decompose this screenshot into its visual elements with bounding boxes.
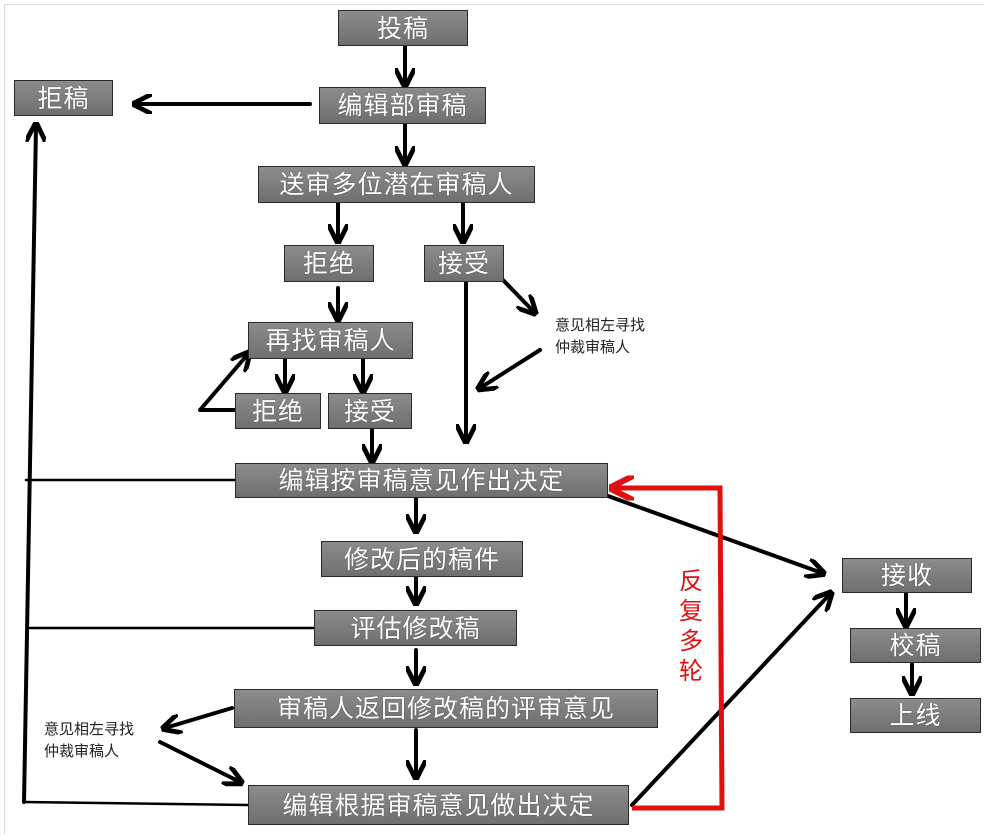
- node-online: 上线: [850, 698, 981, 733]
- node-accept-1-label: 接受: [437, 249, 490, 278]
- node-editorial-review: 编辑部审稿: [319, 87, 486, 124]
- node-proofread: 校稿: [850, 628, 981, 663]
- node-send-to-reviewers: 送审多位潜在审稿人: [258, 166, 535, 203]
- node-accepted-label: 接收: [880, 561, 933, 590]
- arrow-decision-to-accepted: [606, 494, 822, 573]
- node-reject-manuscript-label: 拒稿: [37, 83, 90, 113]
- node-find-reviewer-again: 再找审稿人: [248, 322, 413, 359]
- arrow-left-up-to-reject: [22, 126, 36, 804]
- arrow-final-to-accepted: [630, 594, 830, 807]
- node-accept-2: 接受: [328, 393, 412, 429]
- arrow-returns-to-note: [165, 706, 234, 728]
- arrow-decline2-loop: [198, 354, 248, 412]
- canvas-frame: [4, 4, 984, 834]
- node-editor-decision: 编辑按审稿意见作出决定: [235, 463, 608, 498]
- node-decline-2: 拒绝: [235, 393, 321, 429]
- node-reviewer-returns-label: 审稿人返回修改稿的评审意见: [276, 694, 615, 723]
- node-reject-manuscript: 拒稿: [14, 80, 113, 116]
- node-evaluate-revision-label: 评估修改稿: [350, 613, 481, 643]
- node-submit-label: 投稿: [376, 13, 429, 43]
- note-conflict-upper-line2: 仲裁审稿人: [555, 338, 631, 356]
- node-editorial-review-label: 编辑部审稿: [337, 91, 468, 120]
- line-final-to-left: [22, 800, 250, 807]
- node-online-label: 上线: [889, 701, 942, 730]
- red-loop-arrow: [614, 488, 725, 811]
- node-editor-decision-label: 编辑按审稿意见作出决定: [278, 466, 565, 495]
- node-accepted: 接收: [842, 558, 972, 593]
- node-decline-1: 拒绝: [284, 245, 374, 282]
- node-revised-manuscript: 修改后的稿件: [321, 541, 523, 577]
- node-accept-1: 接受: [424, 245, 504, 282]
- note-conflict-lower: 意见相左寻找 仲裁审稿人: [44, 718, 134, 762]
- arrow-accept-to-note: [501, 278, 534, 312]
- loop-label: 反复多轮: [679, 567, 703, 685]
- node-reviewer-returns: 审稿人返回修改稿的评审意见: [234, 689, 658, 728]
- node-decline-2-label: 拒绝: [251, 396, 304, 426]
- node-decline-1-label: 拒绝: [302, 249, 355, 278]
- note-conflict-lower-line2: 仲裁审稿人: [44, 742, 120, 760]
- node-editor-final-decision: 编辑根据审稿意见做出决定: [248, 785, 629, 825]
- node-accept-2-label: 接受: [343, 396, 396, 426]
- note-conflict-lower-line1: 意见相左寻找: [44, 720, 135, 738]
- node-find-reviewer-again-label: 再找审稿人: [265, 326, 396, 355]
- note-conflict-upper-line1: 意见相左寻找: [555, 316, 646, 334]
- node-send-to-reviewers-label: 送审多位潜在审稿人: [279, 170, 514, 199]
- node-evaluate-revision: 评估修改稿: [314, 610, 517, 646]
- node-proofread-label: 校稿: [889, 631, 942, 660]
- node-editor-final-decision-label: 编辑根据审稿意见做出决定: [282, 790, 595, 820]
- arrow-note-to-accept-line: [480, 348, 542, 388]
- node-revised-manuscript-label: 修改后的稿件: [343, 544, 500, 574]
- arrow-note-to-final: [158, 740, 240, 782]
- node-submit: 投稿: [338, 10, 468, 46]
- note-conflict-upper: 意见相左寻找 仲裁审稿人: [555, 314, 645, 358]
